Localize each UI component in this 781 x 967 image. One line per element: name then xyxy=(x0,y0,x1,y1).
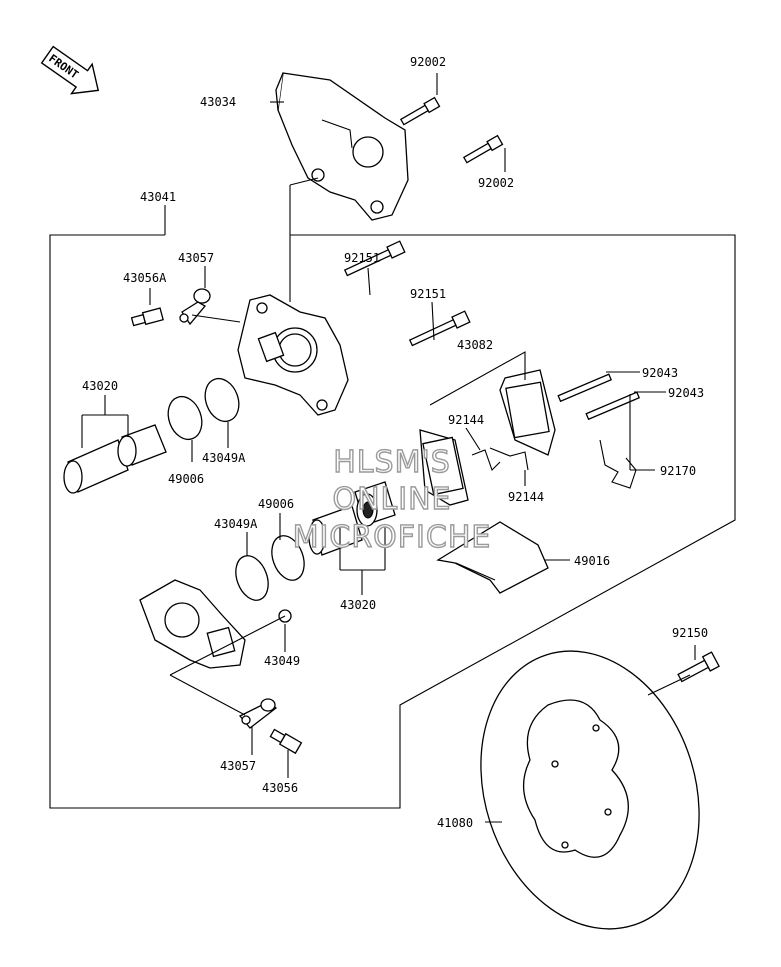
pin-92151-b xyxy=(408,310,471,347)
leader-lines xyxy=(81,73,696,823)
label-92170: 92170 xyxy=(660,464,696,478)
watermark: HLSM'S ONLINE MICROFICHE xyxy=(292,444,492,555)
brake-pad-rear xyxy=(499,369,556,456)
label-43057-bottom: 43057 xyxy=(220,759,256,773)
label-43020-mid: 43020 xyxy=(340,598,376,612)
shim-49016 xyxy=(436,521,549,594)
caliper-body-lower xyxy=(139,579,246,669)
pin-92043-a xyxy=(557,373,613,403)
label-43034: 43034 xyxy=(200,95,236,109)
part-labels: 43034 92002 92002 43041 43057 43056A 921… xyxy=(82,55,708,830)
piston-43020-left xyxy=(63,424,167,494)
label-92151-b: 92151 xyxy=(410,287,446,301)
pin-92043-b xyxy=(585,391,641,421)
label-92002-top: 92002 xyxy=(410,55,446,69)
cap-43057-top xyxy=(179,288,211,326)
label-43049A-left: 43049A xyxy=(202,451,246,465)
label-49006-mid: 49006 xyxy=(258,497,294,511)
seal-43049A-left xyxy=(204,377,240,423)
watermark-line-3: MICROFICHE xyxy=(293,520,492,555)
pin-92151-a xyxy=(343,240,406,277)
piston-43020-mid xyxy=(308,481,396,556)
label-43082: 43082 xyxy=(457,338,493,352)
front-arrow-icon: FRONT xyxy=(40,45,100,95)
caliper-body-upper xyxy=(237,294,349,416)
bolt-92002-top xyxy=(399,96,441,126)
label-41080: 41080 xyxy=(437,816,473,830)
label-43056: 43056 xyxy=(262,781,298,795)
assembly-boundary xyxy=(49,234,736,809)
caliper-bracket xyxy=(275,72,409,221)
label-43041: 43041 xyxy=(140,190,176,204)
bolt-92002-bottom xyxy=(462,134,504,164)
watermark-line-2: ONLINE xyxy=(332,482,451,517)
seal-49006-left xyxy=(167,395,203,441)
label-43020-left: 43020 xyxy=(82,379,118,393)
spring-clip-92170 xyxy=(599,439,637,489)
label-43056A: 43056A xyxy=(123,271,167,285)
label-92043-a: 92043 xyxy=(642,366,678,380)
spring-92144-b xyxy=(489,447,529,471)
spring-92144-a xyxy=(471,449,501,472)
label-92002-bottom: 92002 xyxy=(478,176,514,190)
label-92151-a: 92151 xyxy=(344,251,380,265)
bleeder-43056 xyxy=(269,728,303,755)
label-49016: 49016 xyxy=(574,554,610,568)
bleeder-43056A xyxy=(130,307,164,327)
cap-43057-bottom xyxy=(238,698,278,729)
label-43049A-mid: 43049A xyxy=(214,517,258,531)
bolt-92150 xyxy=(677,651,720,683)
label-92144-b: 92144 xyxy=(508,490,544,504)
label-92144-a: 92144 xyxy=(448,413,484,427)
label-43057-top: 43057 xyxy=(178,251,214,265)
brake-disc-41080 xyxy=(480,650,700,930)
seal-43049A-mid xyxy=(235,555,269,601)
brake-pad-front xyxy=(419,429,469,506)
label-49006-left: 49006 xyxy=(168,472,204,486)
watermark-line-1: HLSM'S xyxy=(333,445,451,480)
label-92150: 92150 xyxy=(672,626,708,640)
label-92043-b: 92043 xyxy=(668,386,704,400)
label-43049: 43049 xyxy=(264,654,300,668)
